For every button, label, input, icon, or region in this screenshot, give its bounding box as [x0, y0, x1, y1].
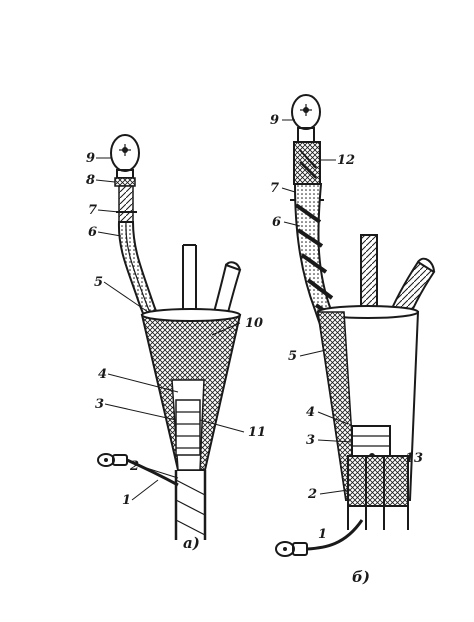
label-a-6: 6: [88, 225, 97, 240]
label-a-10: 10: [245, 316, 263, 331]
label-b-3: 3: [306, 433, 315, 448]
label-a-11: 11: [248, 425, 266, 440]
label-b-6: 6: [272, 215, 281, 230]
sleeve-b: [351, 425, 398, 459]
conductor-top-a: [118, 185, 134, 223]
label-b-2: 2: [307, 487, 317, 502]
ground-wire-b: [275, 519, 364, 557]
label-a-1: 1: [122, 493, 131, 508]
figure-b: 9 12 7 6 5 4 3 13 2 1 б): [270, 94, 436, 586]
label-b-13: 13: [405, 451, 423, 466]
label-a-3: 3: [95, 397, 104, 412]
ground-wire-a: [97, 453, 179, 487]
caption-a: a): [183, 534, 200, 552]
caption-b: б): [352, 568, 370, 586]
winding-a: [175, 399, 201, 456]
label-b-12: 12: [337, 153, 355, 168]
label-b-5: 5: [288, 349, 297, 364]
label-b-1: 1: [318, 527, 327, 542]
cable-body-a: [174, 470, 207, 540]
label-a-5: 5: [94, 275, 103, 290]
label-b-9: 9: [270, 113, 279, 128]
cable-lug-b: [291, 94, 321, 143]
figure-a: 9 8 7 6 5 10 4 3 11 2 1 a): [86, 134, 266, 552]
binding-band-a: [114, 177, 136, 187]
label-b-7: 7: [270, 181, 279, 196]
cable-body-b: [347, 455, 409, 507]
label-a-9: 9: [86, 151, 95, 166]
label-a-8: 8: [86, 173, 95, 188]
label-a-7: 7: [88, 203, 97, 218]
label-b-4: 4: [306, 405, 315, 420]
label-a-2: 2: [129, 459, 139, 474]
label-a-4: 4: [98, 367, 107, 382]
cable-lug-a: [110, 134, 140, 179]
